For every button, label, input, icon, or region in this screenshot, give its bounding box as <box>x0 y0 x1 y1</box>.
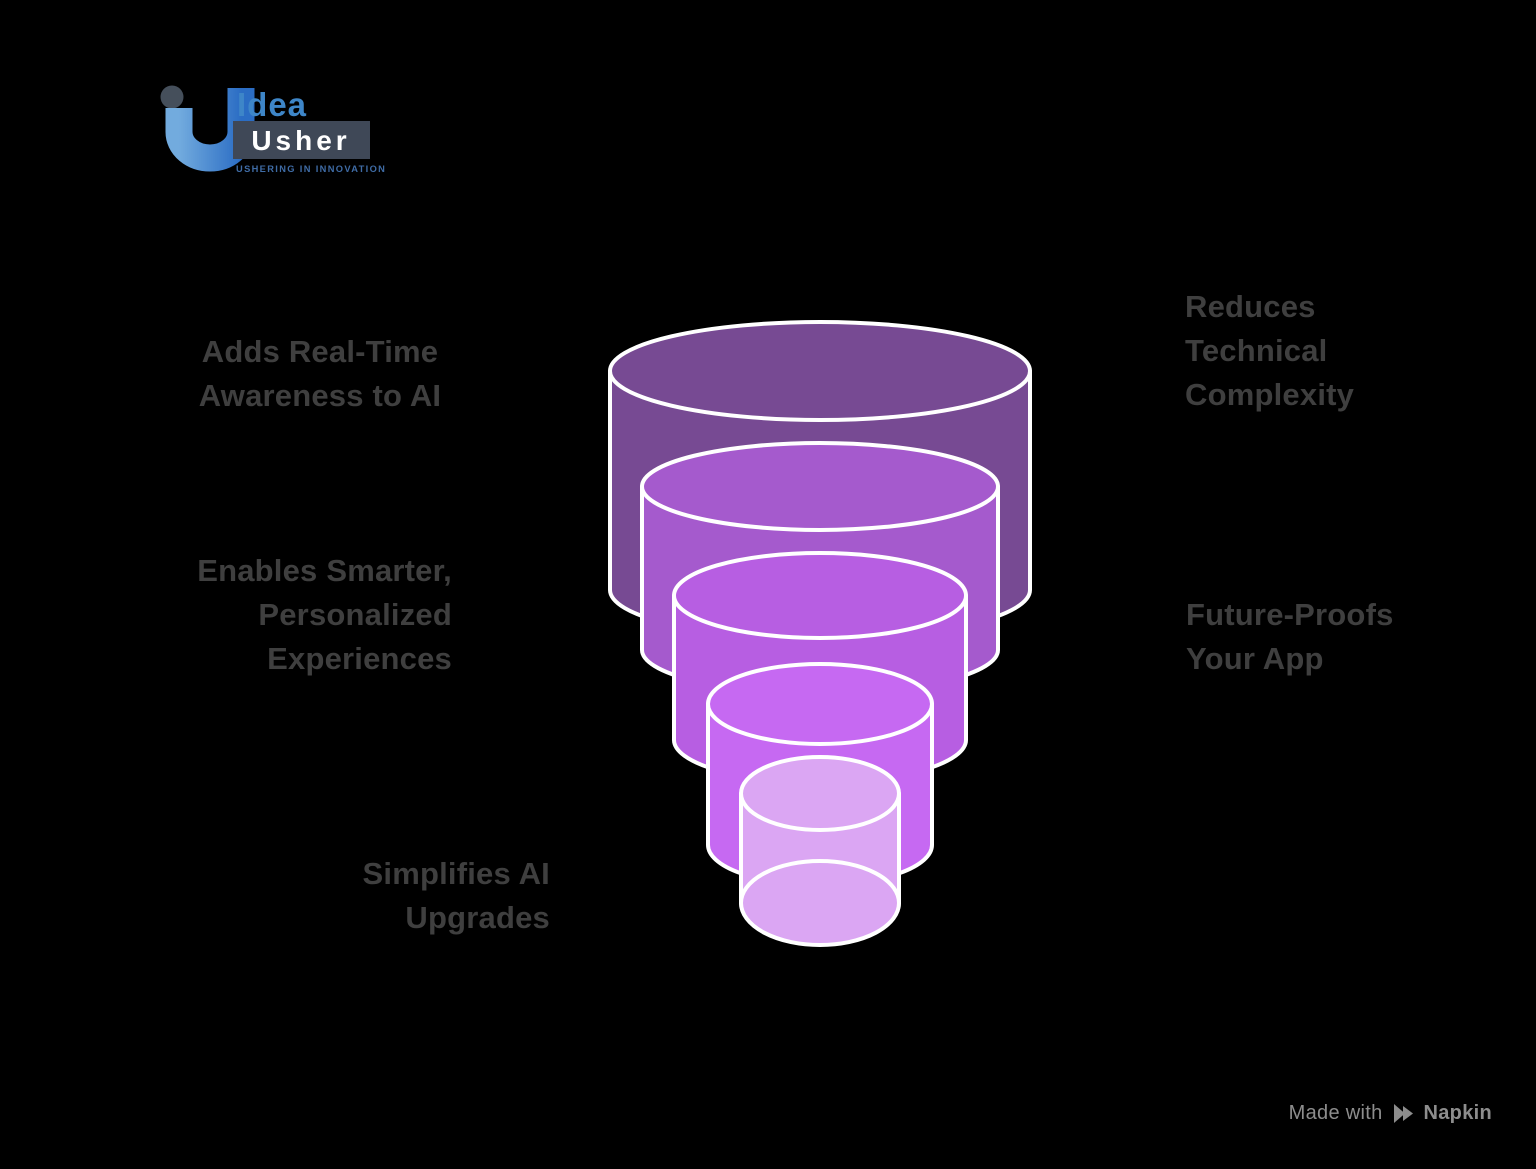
label-line: Technical <box>1185 333 1328 368</box>
label-adds-real-time-awareness: Adds Real-Time Awareness to AI <box>130 330 510 418</box>
idea-usher-logo: Idea Usher USHERING IN INNOVATION <box>160 85 386 174</box>
napkin-brand-text: Napkin <box>1423 1102 1492 1124</box>
label-line: Future-Proofs <box>1186 597 1394 632</box>
label-line: Experiences <box>267 641 452 676</box>
label-enables-smarter-personalized: Enables Smarter, Personalized Experience… <box>152 549 452 681</box>
logo-i-dot-icon <box>160 85 184 109</box>
label-line: Adds Real-Time <box>201 334 439 369</box>
label-future-proofs-your-app: Future-Proofs Your App <box>1186 593 1516 681</box>
made-with-text: Made with <box>1288 1102 1383 1124</box>
label-line: Personalized <box>258 597 452 632</box>
logo-text-usher: Usher <box>251 125 350 156</box>
label-line: Reduces <box>1185 289 1316 324</box>
label-reduces-technical-complexity: Reduces Technical Complexity <box>1185 285 1515 417</box>
logo-tagline: USHERING IN INNOVATION <box>236 164 386 174</box>
label-line: Simplifies AI <box>362 856 550 891</box>
logo-usher-box <box>233 121 370 159</box>
label-line: Awareness to AI <box>198 378 442 413</box>
logo-u-mark-icon <box>165 88 255 172</box>
funnel-layer-5 <box>739 755 901 947</box>
napkin-logo-icon <box>1393 1104 1413 1123</box>
logo-text-idea: Idea <box>237 86 307 123</box>
label-line: Upgrades <box>405 900 550 935</box>
label-line: Enables Smarter, <box>197 553 452 588</box>
made-with-napkin-link[interactable]: Made with Napkin <box>1289 1102 1492 1125</box>
label-line: Your App <box>1186 641 1324 676</box>
label-simplifies-ai-upgrades: Simplifies AI Upgrades <box>250 852 550 940</box>
label-line: Complexity <box>1185 377 1355 412</box>
